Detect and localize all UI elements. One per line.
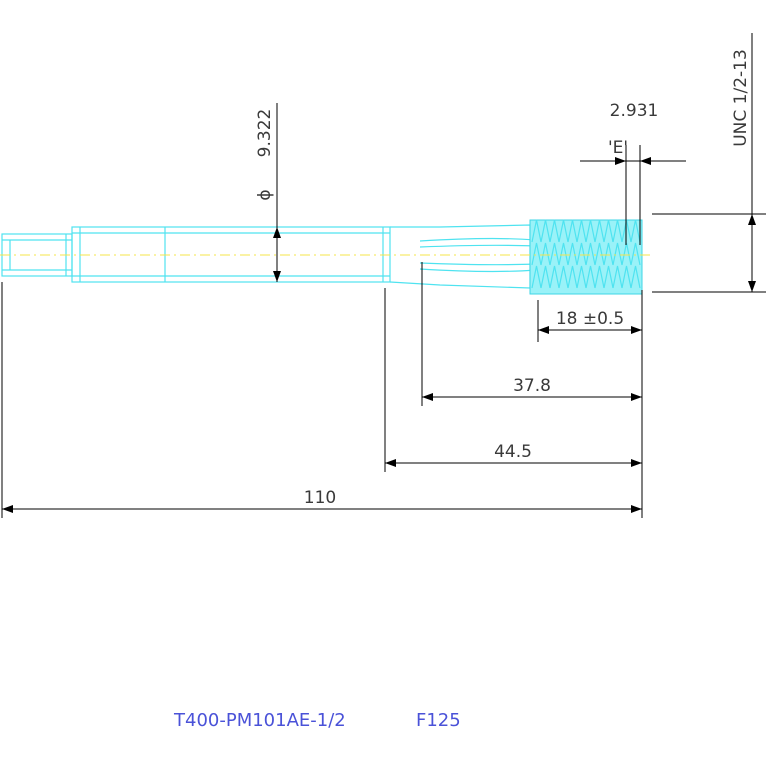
thread-tooth [540, 219, 551, 243]
thread-spec-label: UNC 1/2-13 [731, 49, 751, 147]
thread-teeth [531, 219, 641, 289]
thread-tooth [585, 219, 596, 243]
thread-tooth [612, 265, 623, 289]
thread-tooth [558, 265, 569, 289]
thread-tooth [549, 265, 560, 289]
flute-lower [419, 262, 536, 266]
thread-tooth [594, 265, 605, 289]
neck [389, 224, 531, 289]
thread-tooth [576, 242, 587, 266]
diameter-symbol: ϕ [255, 189, 275, 200]
thread-tooth [603, 242, 614, 266]
part-number: T400-PM101AE-1/2 [173, 710, 346, 731]
thread-length-label: 18 ±0.5 [556, 309, 624, 329]
thread-tooth [585, 242, 596, 266]
thread-tooth [603, 265, 614, 289]
diameter-value: 9.322 [255, 109, 275, 158]
thread-tooth [549, 219, 560, 243]
thread-tooth [540, 265, 551, 289]
thread-tooth [531, 219, 542, 243]
thread-tooth [621, 265, 632, 289]
flute-upper [419, 238, 536, 242]
thread-tooth [576, 265, 587, 289]
dimension-lines [1, 33, 766, 518]
thread-tooth [558, 242, 569, 266]
thread-tooth [576, 219, 587, 243]
thread-tooth [630, 242, 641, 266]
thread-tooth [612, 242, 623, 266]
title-block: T400-PM101AE-1/2 F125 [173, 710, 461, 731]
thread-tooth [531, 265, 542, 289]
thread-tooth [567, 219, 578, 243]
thread-tooth [567, 242, 578, 266]
e-label: 'E' [608, 138, 628, 158]
thread-tooth [585, 265, 596, 289]
thread-tooth [549, 242, 560, 266]
thread-tooth [594, 219, 605, 243]
dimension-labels: ϕ 9.322 UNC 1/2-13 2.931 'E' 18 ±0.5 37.… [255, 49, 751, 508]
thread-tooth [630, 265, 641, 289]
thread-tooth [603, 219, 614, 243]
thread-tooth [531, 242, 542, 266]
thread-tooth [540, 242, 551, 266]
thread-tooth [567, 265, 578, 289]
thread-tooth [630, 219, 641, 243]
thread-section [529, 219, 643, 295]
total-length-label: 110 [304, 488, 336, 508]
thread-tooth [594, 242, 605, 266]
pitch-diameter-label: 2.931 [610, 101, 659, 121]
tap-outline [1, 224, 536, 289]
thread-tooth [558, 219, 569, 243]
length-a-label: 37.8 [513, 376, 551, 396]
thread-tooth [612, 219, 623, 243]
thread-body [529, 219, 643, 295]
length-b-label: 44.5 [494, 442, 532, 462]
part-code: F125 [416, 710, 461, 731]
